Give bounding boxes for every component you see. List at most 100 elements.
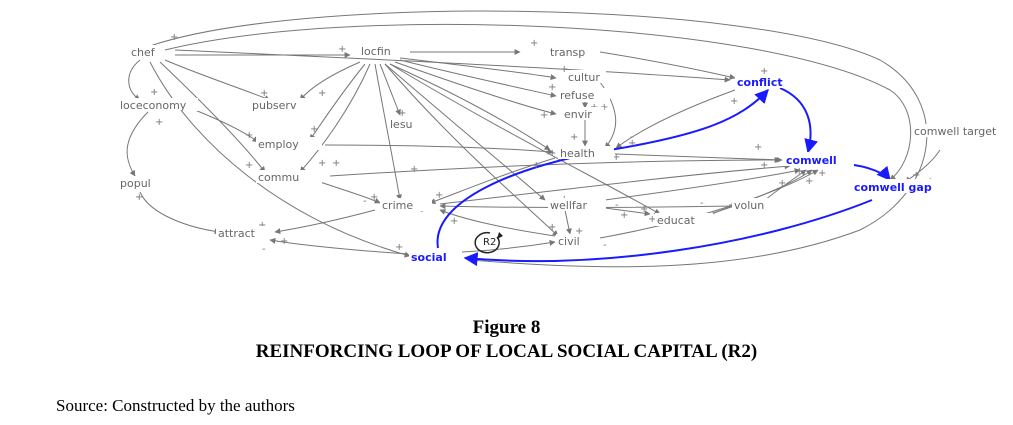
link-chef-social <box>149 61 411 258</box>
causal-links <box>126 10 941 268</box>
link-social-attract <box>269 237 409 255</box>
svg-text:+: + <box>548 82 556 93</box>
link-locfin-cultur <box>399 57 557 81</box>
link-wellfar-civil <box>564 209 572 235</box>
svg-text:+: + <box>395 242 403 253</box>
svg-text:+: + <box>260 88 268 99</box>
svg-text:+: + <box>612 152 620 163</box>
link-chef-commu <box>159 61 266 173</box>
link-transp-conflict <box>599 51 736 80</box>
svg-text:+: + <box>332 158 340 169</box>
causal-loop-diagram: R2 + + + + + + + + + + + + + + + + + + + + + + + + + + + +… <box>118 10 997 268</box>
node-attract: attract <box>218 227 256 240</box>
node-conflict: conflict <box>737 76 783 89</box>
svg-text:+: + <box>318 88 326 99</box>
negative-signs: --- --- -- <box>262 132 704 255</box>
svg-text:+: + <box>620 210 628 221</box>
link-loceconomy-employ <box>189 107 259 143</box>
svg-text:+: + <box>640 204 648 215</box>
node-pubserv: pubserv <box>252 99 297 112</box>
node-educat: educat <box>657 214 696 227</box>
svg-text:-: - <box>700 198 704 209</box>
link-chef-conflict <box>174 49 731 83</box>
svg-text:+: + <box>280 236 288 247</box>
svg-text:+: + <box>170 32 178 43</box>
link-crime-attract <box>274 209 376 235</box>
loop-r2-icon: R2 <box>474 231 503 254</box>
link-locfin-employ <box>309 63 366 141</box>
link-locfin-lesu <box>379 63 401 116</box>
svg-text:+: + <box>338 44 346 55</box>
svg-text:+: + <box>575 226 583 237</box>
node-cultur: cultur <box>568 71 600 84</box>
svg-text:+: + <box>818 168 826 179</box>
svg-text:-: - <box>603 240 607 251</box>
svg-text:+: + <box>532 160 540 171</box>
svg-text:+: + <box>530 38 538 49</box>
node-volun: volun <box>734 199 764 212</box>
svg-text:+: + <box>410 164 418 175</box>
link-chef-loceconomy <box>128 59 141 101</box>
svg-text:+: + <box>778 178 786 189</box>
link-locfin-commu <box>299 63 371 173</box>
svg-text:+: + <box>600 102 608 113</box>
svg-text:+: + <box>245 130 253 141</box>
node-employ: employ <box>258 138 299 151</box>
svg-text:-: - <box>522 202 526 213</box>
link-social-civil <box>461 239 556 253</box>
svg-text:+: + <box>540 110 548 121</box>
node-health: health <box>560 147 595 160</box>
svg-text:-: - <box>615 200 619 211</box>
svg-text:+: + <box>548 148 556 159</box>
link-outer-arc <box>149 10 928 268</box>
svg-text:+: + <box>754 142 762 153</box>
svg-text:+: + <box>398 108 406 119</box>
figure-source: Source: Constructed by the authors <box>56 396 295 415</box>
link-conflict-comwell <box>779 87 818 154</box>
node-chef: chef <box>131 46 156 59</box>
variable-labels: chef locfin transp cultur refuse envir c… <box>118 44 997 264</box>
node-loceconomy: loceconomy <box>120 99 187 112</box>
link-locfin-crime <box>374 63 403 201</box>
link-locfin-envir <box>394 61 557 116</box>
svg-text:+: + <box>548 222 556 233</box>
node-comwell-gap: comwell gap <box>854 181 932 194</box>
node-transp: transp <box>550 46 585 59</box>
link-employ-health <box>324 144 554 155</box>
loop-r2-label: R2 <box>483 237 496 248</box>
link-chef-pubserv <box>164 59 271 101</box>
svg-text:+: + <box>760 160 768 171</box>
link-locfin-refuse <box>399 59 557 98</box>
svg-text:-: - <box>363 196 367 207</box>
svg-text:+: + <box>760 66 768 77</box>
figure-number: Figure 8 <box>472 317 541 338</box>
svg-text:+: + <box>155 117 163 128</box>
svg-text:+: + <box>135 192 143 203</box>
link-locfin-pubserv <box>299 61 361 101</box>
link-comwell-target <box>904 149 941 183</box>
svg-text:+: + <box>730 96 738 107</box>
svg-text:+: + <box>560 64 568 75</box>
node-popul: popul <box>120 177 151 190</box>
link-civil-crime <box>439 209 556 237</box>
node-locfin: locfin <box>361 45 391 58</box>
link-wellfar-comwell <box>589 168 801 203</box>
link-locfin-wellfar <box>384 63 546 201</box>
svg-text:+: + <box>370 192 378 203</box>
link-loceconomy-popul <box>126 111 149 177</box>
link-comwell-gap <box>844 163 891 182</box>
node-refuse: refuse <box>560 89 595 102</box>
node-comwell: comwell <box>786 154 837 167</box>
node-envir: envir <box>564 108 592 121</box>
svg-text:+: + <box>450 216 458 227</box>
link-volun-comwell <box>764 169 807 201</box>
svg-text:+: + <box>570 132 578 143</box>
link-crime-comwell <box>439 163 791 205</box>
link-health-comwell <box>614 153 783 163</box>
svg-text:+: + <box>795 166 803 177</box>
svg-text:-: - <box>630 132 634 143</box>
svg-text:+: + <box>310 124 318 135</box>
node-social: social <box>411 251 447 264</box>
svg-text:+: + <box>648 214 656 225</box>
link-locfin-civil <box>384 63 559 237</box>
